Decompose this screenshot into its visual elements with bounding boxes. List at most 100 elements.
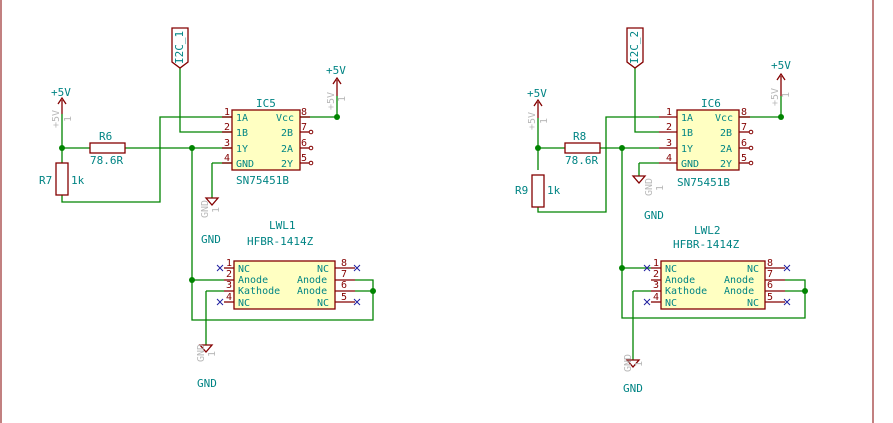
pin-name: Anode (724, 275, 754, 286)
pin-number: 2 (653, 269, 659, 280)
junction-dot (802, 288, 808, 294)
ic-pin-name: 1A (681, 113, 693, 124)
i2c-label-right: I2C_2 (626, 27, 644, 69)
gnd-ref-ghost: GND (196, 344, 207, 362)
ic-value: SN75451B (236, 174, 289, 187)
pin-name: NC (747, 264, 759, 275)
power-val-ghost: 1 (337, 96, 348, 102)
pin-number: 8 (341, 258, 347, 269)
gnd-ref-ghost: GND (200, 200, 211, 218)
gnd-label: GND (623, 382, 643, 395)
ic-pin-name: 2B (281, 128, 293, 139)
power-ref-ghost: +5V (770, 88, 781, 106)
pin-name: Anode (238, 275, 268, 286)
ic-pin-name: 1B (681, 128, 693, 139)
component-ref: LWL2 (694, 224, 721, 237)
power-label: +5V (326, 64, 346, 77)
resistor-value: 1k (71, 174, 85, 187)
ic-pin-number: 5 (301, 153, 307, 164)
junction-dot (619, 145, 625, 151)
power-val-ghost: 1 (63, 116, 74, 122)
ic-pin-number: 4 (224, 153, 230, 164)
pin-name: Kathode (665, 286, 707, 297)
gnd-val-ghost: 1 (655, 185, 666, 191)
power-ref-ghost: +5V (51, 110, 62, 128)
junction-dot (619, 265, 625, 271)
fiber-transmitter-right: LWL2 HFBR-1414Z NC Anode Kathode NC NC A… (643, 224, 791, 310)
resistor-ref: R9 (515, 184, 528, 197)
ic-ref: IC5 (256, 97, 276, 110)
circuit-left: I2C_1 +5V +5V 1 +5V +5V 1 R6 78.6R R7 (39, 27, 376, 390)
component-value: HFBR-1414Z (673, 238, 740, 251)
resistor-r8: R8 78.6R (564, 130, 601, 167)
ic-pin-name: GND (681, 159, 699, 170)
pin-name: NC (317, 298, 329, 309)
component-ref: LWL1 (269, 219, 296, 232)
component-value: HFBR-1414Z (247, 235, 314, 248)
power-5v-side-right: +5V +5V 1 (527, 87, 550, 130)
gnd-val-ghost: 1 (634, 361, 645, 367)
i2c-label-text: I2C_1 (173, 31, 186, 64)
pin-name: Anode (297, 286, 327, 297)
ic-pin-number: 1 (666, 107, 672, 118)
power-ref-ghost: +5V (527, 112, 538, 130)
pin-name: NC (665, 298, 677, 309)
i2c-label-left: I2C_1 (171, 27, 189, 69)
pin-number: 2 (226, 269, 232, 280)
ic-pin-number: 1 (224, 107, 230, 118)
junction-dot (59, 145, 65, 151)
ic-pin-name: 1Y (236, 144, 248, 155)
ic-sn75451b-right: IC6 SN75451B 1A 1B 1Y GND Vcc 2B 2A 2Y 1… (659, 97, 754, 189)
pin-number: 6 (341, 280, 347, 291)
ic-pin-name: GND (236, 159, 254, 170)
junction-dot (370, 288, 376, 294)
power-5v-top-left: +5V +5V 1 (326, 64, 348, 110)
ic-pin-number: 6 (741, 138, 747, 149)
ic-pin-number: 3 (666, 138, 672, 149)
ic-pin-number: 2 (224, 122, 230, 133)
ic-pin-name: Vcc (276, 113, 294, 124)
ic-sn75451b-left: IC5 SN75451B 1A 1B 1Y GND Vcc 2B 2A 2Y (222, 97, 314, 187)
junction-dot (189, 277, 195, 283)
ic-pin-number: 2 (666, 122, 672, 133)
pin-name: NC (238, 298, 250, 309)
fiber-transmitter-left: LWL1 HFBR-1414Z NC Anode Kathode NC NC A… (216, 219, 361, 310)
gnd-ref-ghost: GND (644, 178, 655, 196)
resistor-r9: R9 1k (515, 174, 561, 208)
pin-number: 1 (226, 258, 232, 269)
pin-name: Anode (665, 275, 695, 286)
junction-dot (189, 145, 195, 151)
power-label: +5V (51, 86, 71, 99)
ic-pin-number: 8 (741, 107, 747, 118)
ic-value: SN75451B (677, 176, 730, 189)
resistor-ref: R8 (573, 130, 586, 143)
pin-name: NC (238, 264, 250, 275)
pin-number: 8 (767, 258, 773, 269)
junction-dot (334, 114, 340, 120)
pin-number: 3 (226, 280, 232, 291)
resistor-ref: R7 (39, 174, 52, 187)
ic-ref: IC6 (701, 97, 721, 110)
ic-pin-name: 2A (281, 144, 293, 155)
pin-name: NC (665, 264, 677, 275)
pin-number: 7 (341, 269, 347, 280)
wires-left (61, 68, 374, 345)
circuit-right: I2C_2 +5V +5V 1 +5V +5V 1 R8 78.6R R9 1k (515, 27, 808, 395)
ic-pin-name: 1Y (681, 144, 693, 155)
junction-dot (778, 114, 784, 120)
gnd-label: GND (201, 233, 221, 246)
gnd-val-ghost: 1 (211, 207, 222, 213)
ic-pin-number: 4 (666, 153, 672, 164)
ic-pin-number: 6 (301, 138, 307, 149)
power-label: +5V (771, 59, 791, 72)
ic-pin-name: 2A (720, 144, 732, 155)
resistor-value: 78.6R (90, 154, 123, 167)
gnd-val-ghost: 1 (207, 351, 218, 357)
ic-pin-name: 1B (236, 128, 248, 139)
ic-pin-number: 5 (741, 153, 747, 164)
resistor-r6: R6 78.6R (89, 130, 126, 167)
resistor-value: 78.6R (565, 154, 598, 167)
pin-number: 7 (767, 269, 773, 280)
power-ref-ghost: +5V (326, 92, 337, 110)
